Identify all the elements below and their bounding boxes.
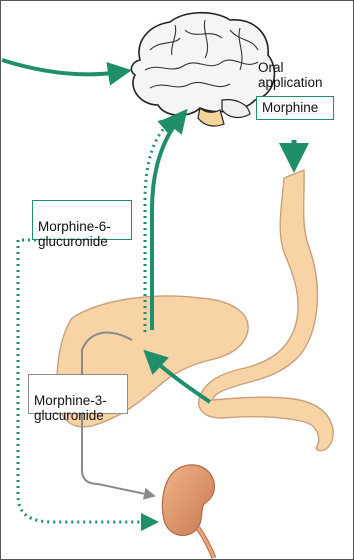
- oral-application-label: Oral application: [258, 60, 338, 90]
- morphine-box: Morphine: [256, 96, 334, 120]
- m3g-label: Morphine-3- glucuronide: [34, 393, 107, 423]
- brain-icon: [131, 13, 274, 126]
- kidney-icon: [162, 465, 214, 558]
- incoming-arrow: [2, 60, 120, 74]
- morphine-label: Morphine: [262, 100, 318, 115]
- m3g-box: Morphine-3- glucuronide: [28, 374, 128, 414]
- m6g-box: Morphine-6- glucuronide: [32, 200, 132, 240]
- m6g-label: Morphine-6- glucuronide: [38, 219, 111, 249]
